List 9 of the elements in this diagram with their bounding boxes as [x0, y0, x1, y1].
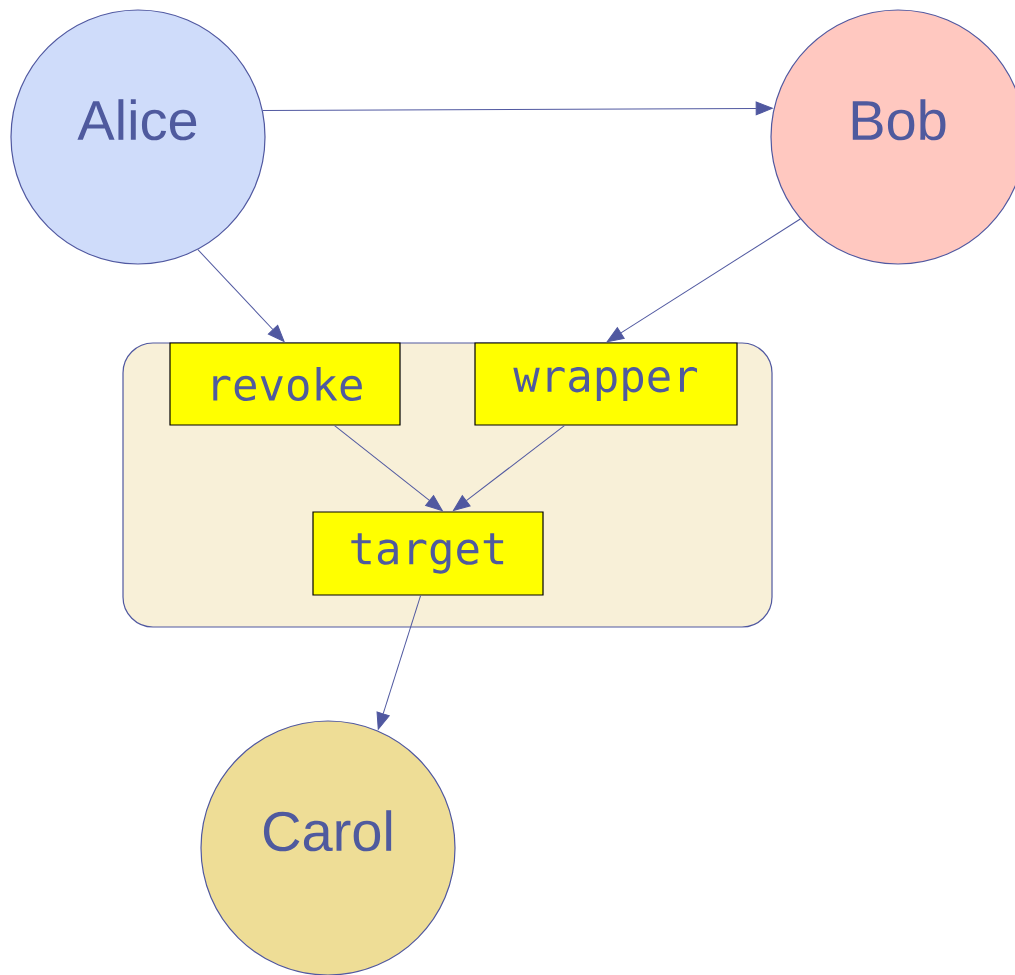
code-box: target [312, 511, 544, 596]
arrow [197, 249, 285, 342]
arrow [262, 101, 773, 116]
code-box: revoke [169, 342, 401, 426]
code-box: wrapper [474, 342, 738, 426]
arrow [334, 425, 443, 512]
arrow [452, 425, 565, 512]
arrow [606, 218, 801, 343]
arrow [376, 595, 422, 730]
